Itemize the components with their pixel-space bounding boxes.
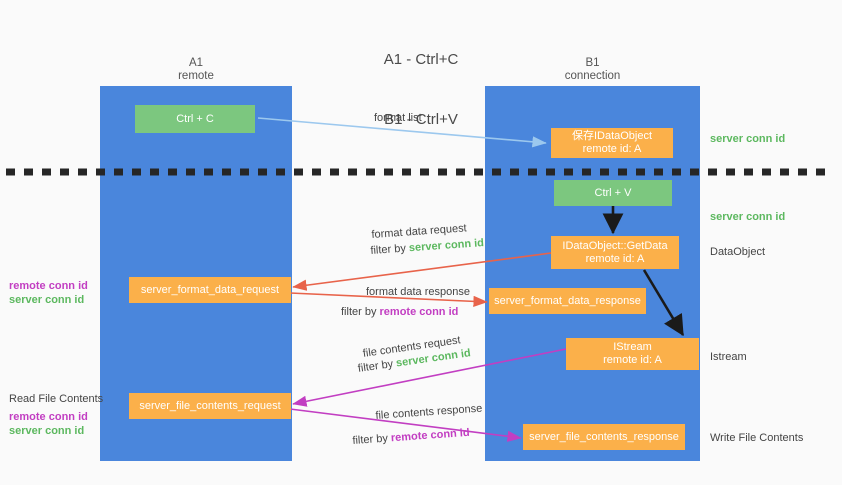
edge-filter-prefix: filter by — [370, 242, 410, 257]
annotation-right-istream: Istream — [710, 351, 747, 363]
annotation-right-server-conn-id-mid: server conn id — [710, 211, 786, 223]
box-server-file-contents-request[interactable]: server_file_contents_request — [129, 393, 291, 419]
edge-label-format-data-response-filter: filter by remote conn id — [341, 305, 458, 319]
lane-b1-name: B1 — [585, 57, 600, 69]
annotation-right-server-conn-id-top: server conn id — [710, 133, 786, 145]
box-ctrl-c-label: Ctrl + C — [176, 112, 214, 125]
edge-label-file-contents-response: file contents response — [375, 402, 483, 423]
box-server-file-contents-response-label: server_file_contents_response — [529, 430, 679, 443]
edge-label-file-contents-response-text: file contents response — [375, 402, 483, 422]
lane-b1-sub: connection — [564, 70, 621, 82]
edge-filter-value-server-conn-id: server conn id — [408, 237, 485, 255]
box-save-idataobject-label: 保存IDataObject remote id: A — [571, 130, 653, 155]
box-ctrl-c[interactable]: Ctrl + C — [135, 105, 255, 133]
lane-a1-name: A1 — [188, 57, 204, 69]
box-server-format-data-response-label: server_format_data_response — [494, 294, 641, 307]
box-idataobject-getdata-label: IDataObject::GetData remote id: A — [562, 239, 668, 265]
box-server-file-contents-response[interactable]: server_file_contents_response — [523, 424, 685, 450]
edge-label-format-list-text: format list — [374, 112, 422, 124]
box-server-format-data-response[interactable]: server_format_data_response — [489, 288, 646, 314]
edge-label-format-list: format list — [374, 111, 422, 125]
lane-header-a1: A1 remote — [100, 57, 292, 83]
box-ctrl-v[interactable]: Ctrl + V — [554, 180, 672, 206]
edge-filter-value-remote-conn-id: remote conn id — [379, 306, 459, 318]
annotation-left-server-conn-id-2: server conn id — [9, 425, 85, 437]
edge-label-format-data-response-text: format data response — [366, 286, 470, 298]
lane-a1-sub: remote — [178, 70, 214, 82]
edge-filter-prefix-2: filter by — [341, 306, 380, 318]
box-idataobject-getdata[interactable]: IDataObject::GetData remote id: A — [551, 236, 679, 269]
annotation-left-read-file-contents: Read File Contents — [9, 393, 104, 405]
edge-filter-prefix-3: filter by — [357, 357, 397, 375]
box-save-idataobject[interactable]: 保存IDataObject remote id: A — [551, 128, 673, 158]
annotation-left-remote-conn-id-1: remote conn id — [9, 280, 88, 292]
box-istream[interactable]: IStream remote id: A — [566, 338, 699, 370]
annotation-left-remote-conn-id-2: remote conn id — [9, 411, 88, 423]
edge-label-file-contents-response-filter: filter by remote conn id — [352, 426, 470, 448]
annotation-right-write-file-contents: Write File Contents — [710, 432, 804, 444]
box-istream-label: IStream remote id: A — [603, 341, 662, 366]
box-server-file-contents-request-label: server_file_contents_request — [139, 399, 281, 412]
title-line-1: A1 - Ctrl+C — [383, 51, 459, 68]
box-server-format-data-request[interactable]: server_format_data_request — [129, 277, 291, 303]
box-ctrl-v-label: Ctrl + V — [594, 186, 632, 199]
annotation-right-dataobject: DataObject — [710, 246, 766, 258]
box-server-format-data-request-label: server_format_data_request — [140, 283, 280, 296]
edge-filter-value-remote-conn-id-2: remote conn id — [390, 426, 470, 445]
annotation-left-server-conn-id-1: server conn id — [9, 294, 85, 306]
separator-dashed-line — [6, 168, 832, 176]
lane-header-b1: B1 connection — [485, 57, 700, 83]
edge-filter-prefix-4: filter by — [352, 432, 392, 447]
edge-label-format-data-response: format data response — [366, 285, 470, 299]
